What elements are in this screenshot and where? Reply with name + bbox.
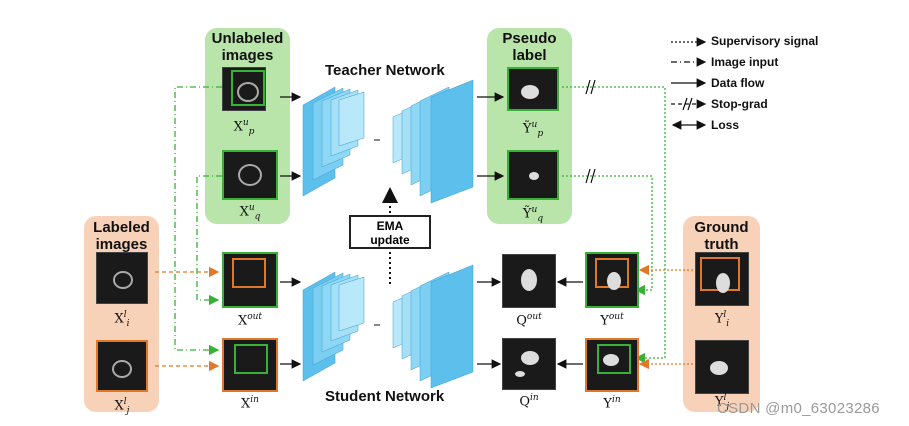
student-decoder bbox=[392, 264, 474, 389]
image-yjl bbox=[695, 340, 749, 394]
legend-image-input: Image input bbox=[711, 55, 779, 69]
label-yjl: Ylj bbox=[714, 393, 730, 412]
image-qin bbox=[502, 338, 556, 390]
image-yil bbox=[695, 252, 749, 306]
image-xin bbox=[222, 338, 278, 392]
label-ypu: Ỹup bbox=[522, 120, 544, 139]
image-xpu bbox=[222, 67, 266, 111]
label-xjl: Xlj bbox=[114, 397, 130, 416]
watermark: CSDN @m0_63023286 bbox=[717, 400, 880, 417]
teacher-network-title: Teacher Network bbox=[325, 62, 445, 79]
image-yin bbox=[585, 338, 639, 392]
label-xpu: Xup bbox=[233, 118, 255, 137]
legend-stop-grad: Stop-grad bbox=[711, 97, 768, 111]
label-xqu: Xuq bbox=[239, 203, 261, 222]
image-xout bbox=[222, 252, 278, 308]
image-input-line bbox=[196, 175, 222, 306]
student-network-title: Student Network bbox=[325, 388, 445, 405]
legend-supervisory: Supervisory signal bbox=[711, 34, 819, 48]
supervisory-line bbox=[562, 175, 653, 296]
legend-data-flow: Data flow bbox=[711, 76, 765, 90]
image-xjl bbox=[96, 340, 148, 392]
label-xout: Xout bbox=[237, 312, 263, 329]
image-input-line bbox=[174, 86, 222, 356]
image-yqu bbox=[507, 150, 559, 200]
image-xil bbox=[96, 252, 148, 304]
label-qin: Qin bbox=[519, 393, 539, 410]
image-yout bbox=[585, 252, 639, 308]
student-encoder bbox=[302, 271, 365, 382]
image-ypu bbox=[507, 67, 559, 111]
legend-loss: Loss bbox=[711, 118, 740, 132]
label-yqu: Ỹuq bbox=[522, 205, 544, 224]
image-qout bbox=[502, 254, 556, 308]
image-xqu bbox=[222, 150, 278, 200]
teacher-encoder bbox=[302, 86, 365, 197]
label-yin: Yin bbox=[603, 395, 621, 412]
label-yil: Yli bbox=[714, 310, 730, 329]
label-yout: Yout bbox=[600, 312, 624, 329]
teacher-decoder bbox=[392, 79, 474, 204]
supervisory-line bbox=[562, 86, 666, 364]
label-qout: Qout bbox=[516, 312, 542, 329]
label-xil: Xli bbox=[114, 310, 130, 329]
label-xin: Xin bbox=[241, 395, 259, 412]
